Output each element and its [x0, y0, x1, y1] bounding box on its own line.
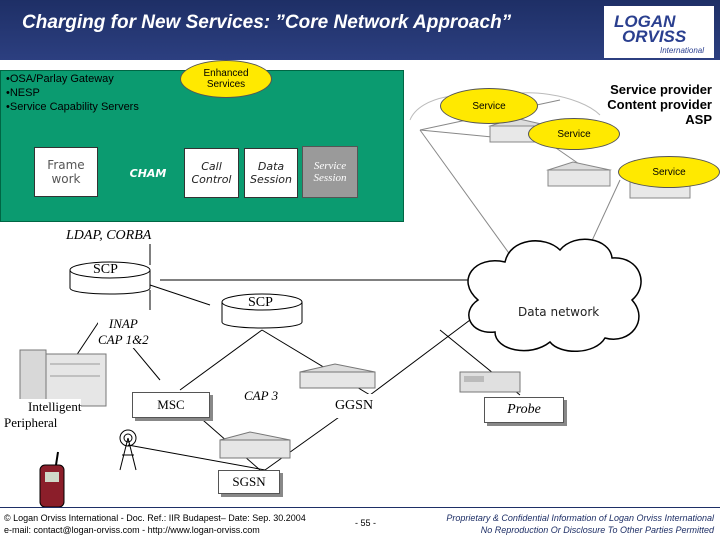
gateway-bullets: •OSA/Parlay Gateway •NESP •Service Capab… [6, 72, 139, 114]
enhanced-services-line: Services [206, 79, 246, 90]
cham-box: CHAM [118, 150, 178, 196]
mobile-phone-icon [39, 451, 65, 508]
framework-line: work [51, 172, 81, 186]
call-control-line: Call [201, 160, 222, 173]
intelligent-line: Peripheral [4, 415, 58, 430]
ggsn-label: GGSN [334, 398, 374, 413]
service-session-line: Service [313, 160, 347, 172]
service-label: Service [472, 100, 506, 112]
footer-left: © Logan Orviss International - Doc. Ref.… [4, 512, 306, 536]
footer-right: Proprietary & Confidential Information o… [446, 512, 714, 536]
slide-title: Charging for New Services: ”Core Network… [22, 12, 512, 33]
ggsn-device [299, 363, 376, 389]
probe-device [459, 371, 521, 393]
intelligent-line: Intelligent [28, 399, 82, 414]
scp2-cylinder [221, 293, 303, 329]
logo-line2: ORVISS [622, 27, 687, 46]
logo-sub: International [660, 46, 705, 55]
data-session-line: Data [257, 160, 285, 173]
footer-confidential: Proprietary & Confidential Information o… [446, 513, 714, 523]
inap-line: CAP 1&2 [98, 332, 149, 347]
enhanced-services-line: Enhanced [203, 68, 249, 79]
service-ellipse-3: Service [618, 156, 720, 188]
provider-title-line: ASP [685, 112, 712, 127]
logo [604, 6, 714, 58]
footer-divider [0, 507, 720, 508]
intelligent-peripheral-label: Intelligent Peripheral [4, 399, 82, 431]
ggsn-node: GGSN [314, 394, 394, 418]
service-label: Service [652, 166, 686, 178]
probe-label: Probe [507, 402, 541, 417]
footer-disclaimer: No Reproduction Or Disclosure To Other P… [480, 525, 714, 535]
sgsn-device [219, 431, 291, 459]
data-network-label: Data network [518, 305, 600, 319]
logo-line1: LOGAN [614, 12, 676, 31]
inap-label: INAP CAP 1&2 [98, 316, 149, 348]
scp2-label: SCP [248, 295, 273, 310]
cap3-label: CAP 3 [244, 388, 279, 404]
provider-title-line: Content provider [607, 97, 712, 112]
logo-wordmark: LOGAN ORVISS [614, 12, 687, 46]
bullet-item: •NESP [6, 87, 40, 99]
antenna-icon [119, 429, 137, 471]
call-control-line: Control [191, 173, 232, 186]
msc-label: MSC [157, 397, 185, 412]
sgsn-node: SGSN [218, 470, 280, 494]
sgsn-label: SGSN [232, 474, 266, 489]
scp1-label: SCP [93, 262, 118, 277]
msc-node: MSC [132, 392, 210, 418]
header-bar [0, 0, 720, 60]
data-network-cloud [467, 238, 642, 353]
framework-line: Frame [47, 158, 85, 172]
bullet-item: •OSA/Parlay Gateway [6, 73, 114, 85]
page-number: - 55 - [355, 518, 377, 528]
cham-label: CHAM [129, 166, 167, 180]
scp1-cylinder [69, 261, 151, 295]
bullet-item: •Service Capability Servers [6, 101, 139, 113]
service-ellipse-1: Service [440, 88, 538, 124]
service-ellipse-2: Service [528, 118, 620, 150]
service-server-2 [546, 161, 612, 187]
footer-contact: e-mail: contact@logan-orviss.com - http:… [4, 525, 260, 535]
service-label: Service [557, 128, 591, 140]
provider-title: Service provider Content provider ASP [607, 82, 712, 127]
inap-line: INAP [108, 316, 138, 331]
probe-node: Probe [484, 397, 564, 423]
service-session-line: Session [313, 172, 347, 184]
data-session-line: Session [250, 173, 292, 186]
ldap-corba-label: LDAP, CORBA [66, 228, 152, 244]
footer-copyright: © Logan Orviss International - Doc. Ref.… [4, 513, 306, 523]
provider-title-line: Service provider [610, 82, 712, 97]
